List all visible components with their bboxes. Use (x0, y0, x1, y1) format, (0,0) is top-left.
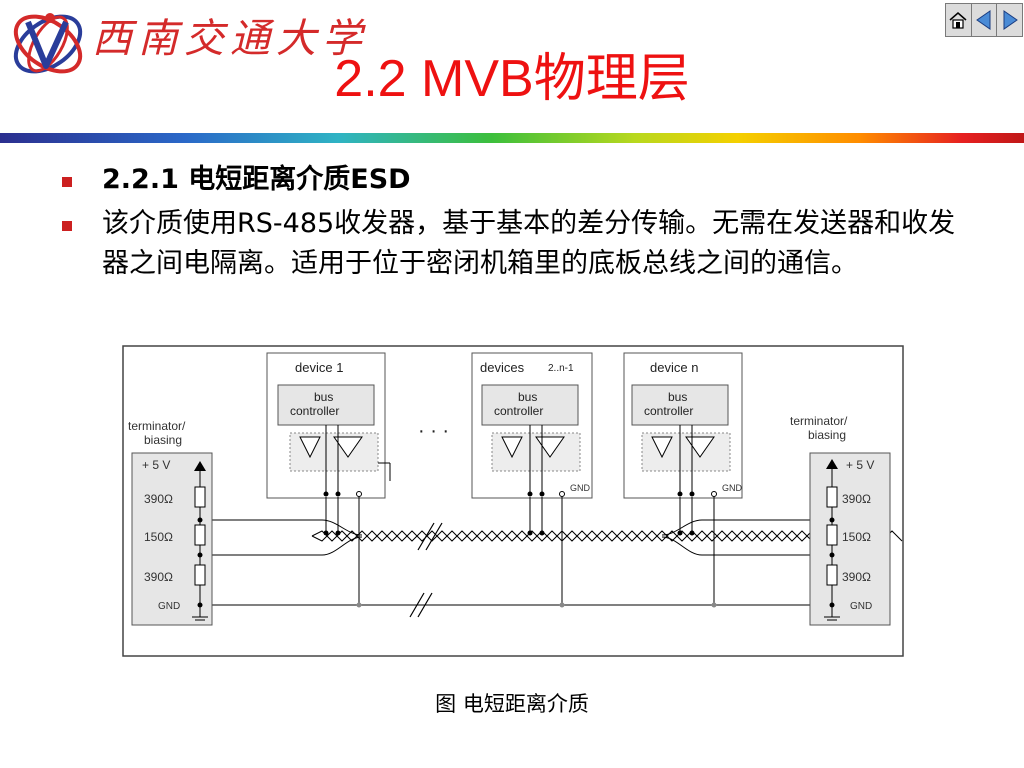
biasing-label-left: biasing (144, 433, 182, 447)
next-arrow-icon (1003, 10, 1018, 30)
plus5v-label-right: + 5 V (846, 458, 874, 472)
resistor-390-bottom-right: 390Ω (842, 570, 871, 584)
bus-controller-text-1b: controller (290, 404, 339, 418)
resistor-390-top-left: 390Ω (144, 492, 173, 506)
bullet-item: 该介质使用RS-485收发器，基于基本的差分传输。无需在发送器和收发器之间电隔离… (62, 204, 967, 284)
device-n: device n bus controller GND (623, 352, 743, 499)
home-button[interactable] (946, 4, 972, 36)
bus-controller-text-nb: controller (644, 404, 693, 418)
university-name: 西南交通大学 (92, 16, 368, 62)
biasing-label-right: biasing (808, 428, 846, 442)
bullet-marker (62, 221, 72, 231)
gnd-label-mid: GND (570, 483, 591, 493)
figure-caption: 图 电短距离介质 (435, 692, 589, 716)
navigation-buttons (945, 3, 1023, 37)
terminator-label-left: terminator/ (128, 419, 186, 433)
slide-title: 2.2 MVB物理层 (334, 50, 690, 108)
esd-circuit-diagram: terminator/ biasing + 5 V 390Ω 150Ω 390Ω… (122, 345, 904, 657)
prev-arrow-icon (976, 10, 991, 30)
device-n-label: device n (650, 360, 698, 375)
ellipsis: · · · (418, 420, 449, 442)
resistor-390-top-right: 390Ω (842, 492, 871, 506)
prev-button[interactable] (972, 4, 998, 36)
bus-controller-text-1a: bus (314, 390, 333, 404)
devices-middle-label: devices (480, 360, 525, 375)
bullet-marker (62, 177, 72, 187)
resistor-390-bottom-left: 390Ω (144, 570, 173, 584)
bullet-text: 该介质使用RS-485收发器，基于基本的差分传输。无需在发送器和收发器之间电隔离… (102, 208, 956, 279)
gnd-label-n: GND (722, 483, 743, 493)
device-1-label: device 1 (295, 360, 343, 375)
device-1: device 1 bus controller (266, 352, 391, 499)
home-icon (949, 12, 967, 29)
gnd-label-left: GND (158, 601, 180, 612)
next-button[interactable] (997, 4, 1022, 36)
gnd-label-right: GND (850, 601, 872, 612)
bus-controller-text-na: bus (668, 390, 687, 404)
terminator-label-right: terminator/ (790, 414, 848, 428)
plus5v-label-left: + 5 V (142, 458, 170, 472)
bullet-item: 2.2.1 电短距离介质ESD (62, 160, 967, 200)
bullet-list: 2.2.1 电短距离介质ESD 该介质使用RS-485收发器，基于基本的差分传输… (62, 160, 967, 288)
university-logo (13, 13, 83, 74)
bus-controller-text-2a: bus (518, 390, 537, 404)
resistor-150-left: 150Ω (144, 530, 173, 544)
devices-middle-suffix: 2..n-1 (548, 363, 574, 374)
bus-controller-text-2b: controller (494, 404, 543, 418)
resistor-150-right: 150Ω (842, 530, 871, 544)
devices-middle: devices 2..n-1 bus controller GND (471, 352, 593, 499)
gradient-divider (0, 133, 1024, 143)
bullet-text: 2.2.1 电短距离介质ESD (102, 164, 411, 195)
